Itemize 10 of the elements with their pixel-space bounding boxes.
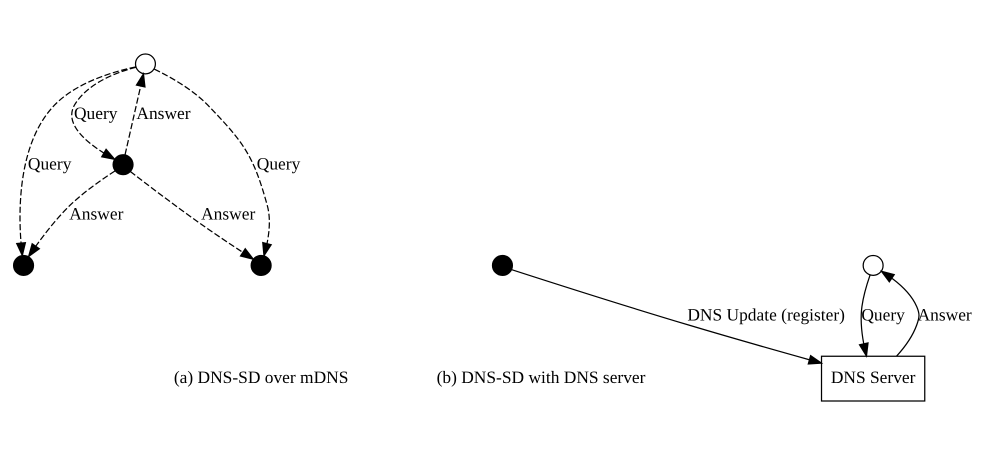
edge-label: Query — [256, 153, 300, 174]
edge-label: Answer — [69, 204, 124, 224]
label: (a) DNS-SD over mDNS — [174, 367, 348, 388]
edge-label: Query — [74, 102, 118, 123]
edge-label: Query — [28, 153, 72, 174]
edge-label: Answer — [201, 204, 256, 224]
label: (b) DNS-SD with DNS server — [436, 367, 646, 388]
edge-label: Query — [861, 304, 905, 324]
edge-label: Answer — [136, 102, 191, 123]
edge-label: DNS Update (register) — [687, 304, 845, 324]
